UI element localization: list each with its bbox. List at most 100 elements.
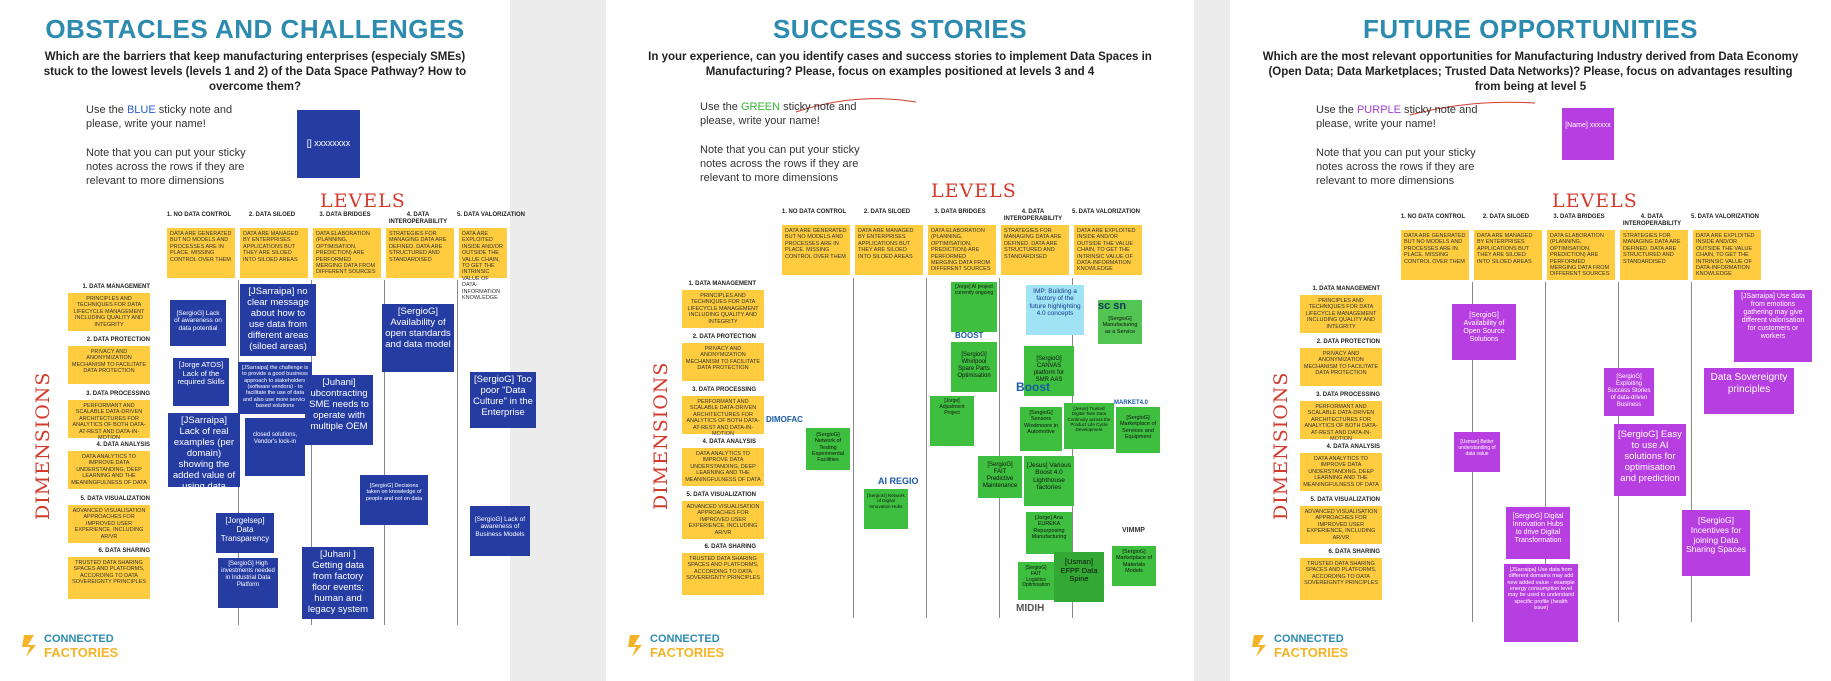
sticky-note[interactable]: [SergioG] Sensors Windmoore in Automotiv… (1020, 407, 1062, 451)
instruction-color-word: GREEN (740, 101, 781, 113)
partner-logo: DIMOFAC (766, 415, 803, 424)
sticky-note[interactable]: [SergioG] Availability of open standards… (382, 304, 454, 372)
instruction-note: Note that you can put your sticky notes … (1316, 147, 1476, 187)
sticky-note[interactable]: [JSarraipa] Use data from emotions gathe… (1734, 290, 1812, 362)
sticky-note[interactable]: [Juhani ] Getting data from factory floo… (302, 547, 374, 619)
dimension-head-6: 6. DATA SHARING (98, 548, 150, 554)
example-sticky-note[interactable]: [] xxxxxxxx (297, 110, 360, 178)
level-desc-1: DATA ARE GENERATED BUT NO MODELS AND PRO… (167, 228, 235, 278)
board-title: FUTURE OPPORTUNITIES (1362, 14, 1698, 44)
sticky-note[interactable]: [JSarraipa] Lack of real examples (per d… (168, 413, 240, 491)
sticky-note[interactable]: [SergioG] Lack of awareness on data pote… (170, 300, 226, 346)
grid-line (999, 278, 1000, 618)
sticky-note[interactable]: [Jorge] Adjustment Project (930, 396, 974, 446)
sticky-note[interactable]: [Jesus] Trusted Digital Twin Data Contin… (1064, 403, 1114, 449)
level-head-2: 2. DATA SILOED (248, 212, 296, 218)
dimension-desc-5: ADVANCED VISUALISATION APPROACHES FOR IM… (68, 505, 150, 543)
dimension-desc-5: ADVANCED VISUALISATION APPROACHES FOR IM… (682, 501, 764, 539)
sticky-note[interactable]: [Usman] EFPF Data Spine (1054, 552, 1104, 602)
grid-line (311, 280, 312, 625)
example-sticky-note[interactable]: [Name] xxxxxx (1562, 108, 1614, 160)
dimension-desc-3: PERFORMANT AND SCALABLE DATA-DRIVEN ARCH… (68, 400, 150, 441)
sticky-note[interactable]: [SergioG] High investments needed in Ind… (218, 558, 278, 608)
sticky-note[interactable]: [SergioG] Easy to use AI solutions for o… (1614, 424, 1686, 496)
partner-logo: MARKET4.0 (1114, 400, 1149, 406)
sticky-note[interactable]: [SergioG] Whirlpool Spare Parts Optimisa… (951, 342, 997, 392)
level-head-5: 5. DATA VALORIZATION (457, 212, 525, 218)
sticky-note[interactable]: [Jorge] AI project currently ongoing (951, 282, 997, 332)
sticky-note[interactable]: [JSarraipa] no clear message about how t… (240, 284, 316, 356)
sticky-note[interactable]: [JSarraipa] the challenge is to provide … (238, 362, 312, 414)
instruction-color-word: PURPLE (1356, 104, 1401, 116)
instruction-note: Note that you can put your sticky notes … (700, 144, 860, 184)
levels-label: LEVELS (1552, 190, 1638, 212)
dimension-head-1: 1. DATA MANAGEMENT (82, 284, 150, 290)
level-desc-3: DATA ELABORATION (PLANNING, OPTIMISATION… (313, 228, 381, 278)
level-head-5: 5. DATA VALORIZATION (1691, 214, 1759, 220)
sticky-note[interactable]: Data Sovereignty principles (1704, 368, 1794, 414)
sticky-note[interactable]: [SergioG] Manufacturing as a Service (1098, 300, 1142, 344)
sticky-note[interactable]: [Jorge] Ana EUREKA Repurposing Manufactu… (1026, 512, 1072, 554)
grid-line (457, 280, 458, 625)
sticky-note[interactable]: closed solutions, Vendor's lock-in (245, 418, 305, 476)
sticky-note[interactable]: [SergioG] Network of Testing Experimenta… (806, 428, 850, 470)
connected-factories-logo: CONNECTED FACTORIES (628, 627, 748, 667)
sticky-note[interactable]: [Juhani] ubcontracting SME needs to oper… (305, 375, 373, 445)
sticky-note[interactable]: [SergioG] Availability of Open Source So… (1452, 304, 1516, 360)
level-head-5: 5. DATA VALORIZATION (1072, 209, 1140, 215)
dimension-head-2: 2. DATA PROTECTION (692, 334, 756, 340)
sticky-note[interactable]: [SergioG] Too poor "Data Culture" in the… (470, 372, 536, 428)
grid-line (1691, 282, 1692, 622)
board-title: OBSTACLES AND CHALLENGES (45, 14, 465, 44)
level-desc-3: DATA ELABORATION (PLANNING, OPTIMISATION… (928, 225, 996, 275)
grid-line (384, 280, 385, 625)
sticky-note[interactable]: [SergioG] Marketplace of Materials Model… (1112, 546, 1156, 586)
dimension-head-6: 6. DATA SHARING (1328, 549, 1380, 555)
sticky-note[interactable]: IMP: Building a factory of the future hi… (1026, 285, 1084, 335)
level-desc-5: DATA ARE EXPLOITED INSIDE AND/OR OUTSIDE… (1074, 225, 1142, 275)
connected-factories-logo: CONNECTED FACTORIES (22, 627, 142, 667)
sticky-note[interactable]: [SergioG] Lack of awareness of Business … (470, 506, 530, 556)
grid-line (1545, 282, 1546, 622)
board-success-stories: SUCCESS STORIES In your experience, can … (606, 0, 1194, 681)
dimension-head-3: 3. DATA PROCESSING (692, 387, 756, 393)
level-desc-2: DATA ARE MANAGED BY ENTERPRISES APPLICAT… (240, 228, 308, 278)
dimension-desc-6: TRUSTED DATA SHARING SPACES AND PLATFORM… (682, 553, 764, 595)
level-head-4: 4. DATA INTEROPERABILITY (388, 212, 448, 225)
board-future-opportunities: FUTURE OPPORTUNITIES Which are the most … (1230, 0, 1831, 681)
dimension-head-4: 4. DATA ANALYSIS (702, 439, 756, 445)
dimension-desc-1: PRINCIPLES AND TECHNIQUES FOR DATA LIFEC… (1300, 295, 1382, 333)
dimension-head-5: 5. DATA VISUALIZATION (80, 496, 150, 502)
level-head-2: 2. DATA SILOED (863, 209, 911, 215)
sticky-note[interactable]: [Jorgelsep] Data Transparency (216, 513, 274, 553)
instruction-text: Use the BLUE sticky note and please, wri… (86, 104, 233, 130)
level-desc-2: DATA ARE MANAGED BY ENTERPRISES APPLICAT… (1474, 230, 1542, 280)
sticky-note[interactable]: [JSarraipa] Use data from different doma… (1504, 564, 1578, 642)
dimensions-label: DIMENSIONS (650, 361, 672, 510)
sticky-note[interactable]: [SergioG] Digital Innovation Hubs to dri… (1506, 507, 1570, 559)
sticky-note[interactable]: [Jorge ATOS] Lack of the required Skills (173, 358, 229, 406)
sticky-note[interactable]: [SergioG] Decisions taken on knowledge o… (360, 475, 428, 525)
grid-line (926, 278, 927, 618)
sticky-note[interactable]: [SergioG] Network of Digital Innovation … (864, 489, 908, 529)
sticky-note[interactable]: [SergioG] Exploiting Success Stories of … (1604, 368, 1654, 416)
sticky-note[interactable]: [SergioG] FAIT Predictive Maintenance (978, 456, 1022, 498)
sticky-note[interactable]: [SergioG] CANVAS platform for SMR AAS (1024, 346, 1074, 396)
dimension-head-4: 4. DATA ANALYSIS (96, 442, 150, 448)
dimension-desc-2: PRIVACY AND ANONYMIZATION MECHANISM TO F… (68, 346, 150, 384)
level-desc-1: DATA ARE GENERATED BUT NO MODELS AND PRO… (1401, 230, 1469, 280)
dimension-head-3: 3. DATA PROCESSING (86, 391, 150, 397)
sticky-note[interactable]: [SergioG] Marketplace of Services and Eq… (1116, 407, 1160, 453)
dimension-head-6: 6. DATA SHARING (704, 544, 756, 550)
dimension-desc-6: TRUSTED DATA SHARING SPACES AND PLATFORM… (1300, 558, 1382, 600)
sticky-note[interactable]: [Usman] Better understanding of data val… (1454, 432, 1500, 472)
sticky-note[interactable]: [SergioG] Incentives for joining Data Sh… (1682, 510, 1750, 576)
board-obstacles: OBSTACLES AND CHALLENGES Which are the b… (0, 0, 536, 681)
sticky-note[interactable]: [SergioG] FAIT Logistics Optimisation (1018, 562, 1054, 600)
level-head-1: 1. NO DATA CONTROL (166, 212, 232, 218)
red-arrow-scribble (795, 98, 917, 113)
sticky-note[interactable]: [Jesus] Various Boost 4.0 Lighthouse fac… (1024, 456, 1074, 506)
level-desc-4: STRATEGIES FOR MANAGING DATA ARE DEFINED… (1620, 230, 1688, 280)
level-desc-1: DATA ARE GENERATED BUT NO MODELS AND PRO… (782, 225, 850, 275)
dimension-desc-6: TRUSTED DATA SHARING SPACES AND PLATFORM… (68, 557, 150, 599)
